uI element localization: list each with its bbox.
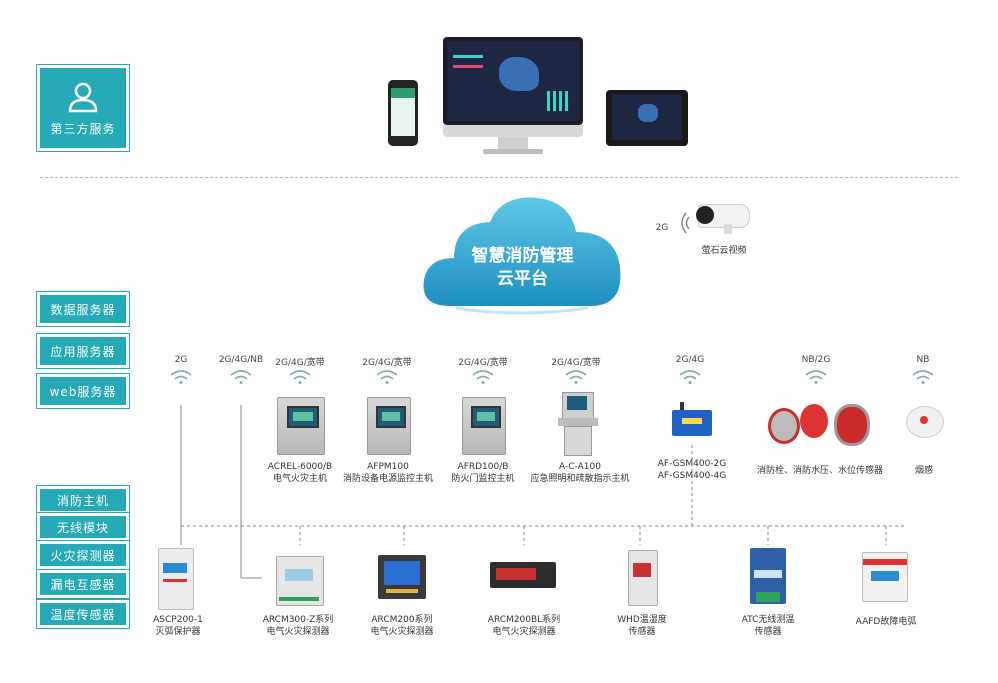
bottom-caption: ATC无线测温传感器 xyxy=(741,615,795,637)
wifi-icon xyxy=(805,370,827,384)
device-signal: 2G/4G xyxy=(675,355,705,365)
app-server-box: 应用服务器 xyxy=(40,337,126,365)
device-signal: 2G/4G/宽带 xyxy=(458,358,508,368)
feature-temperature-sensor: 温度传感器 xyxy=(40,603,126,625)
arcm200bl-device xyxy=(490,562,556,588)
data-server-box: 数据服务器 xyxy=(40,295,126,323)
camera-wifi-icon xyxy=(681,212,690,234)
wifi-icon xyxy=(230,370,252,384)
hydrant-sensors xyxy=(766,400,870,446)
feature-fire-detector: 火灾探测器 xyxy=(40,544,126,566)
bottom-caption: AAFD故障电弧 xyxy=(855,617,917,627)
camera-label: 萤石云视频 xyxy=(701,246,747,256)
cloud-title-line2: 云平台 xyxy=(497,269,548,289)
cloud-icon xyxy=(423,197,621,315)
third-party-service-box: 第三方服务 xyxy=(40,68,126,148)
acrel-6000-panel xyxy=(277,397,325,455)
device-signal: 2G/4G/宽带 xyxy=(551,358,601,368)
device-signal: NB/2G xyxy=(801,355,831,365)
cloud-title-line1: 智慧消防管理 xyxy=(471,246,574,266)
aafd-device xyxy=(862,552,908,602)
wifi-icon xyxy=(679,370,701,384)
separator-line xyxy=(40,177,958,178)
user-icon xyxy=(68,82,98,112)
a-c-a100-cabinet xyxy=(558,392,598,456)
left-signal-2g4gnb: 2G/4G/NB xyxy=(218,355,264,365)
device-signal: 2G/4G/宽带 xyxy=(362,358,412,368)
feature-wireless-module: 无线模块 xyxy=(40,516,126,538)
bottom-caption: ARCM200BL系列电气火灾探测器 xyxy=(487,615,561,637)
monitor-image xyxy=(443,37,583,155)
arcm200-device xyxy=(378,555,426,599)
tablet-image xyxy=(606,90,688,146)
wifi-icon xyxy=(170,370,192,384)
ascp200-device xyxy=(158,548,194,610)
feature-fire-host: 消防主机 xyxy=(40,489,126,511)
wifi-icon xyxy=(565,370,587,384)
bottom-caption: WHD温湿度传感器 xyxy=(617,615,667,637)
afrd100-panel xyxy=(462,397,506,455)
wifi-icon xyxy=(912,370,934,384)
left-signal-2g: 2G xyxy=(174,355,188,365)
bottom-caption: ARCM300-Z系列电气火灾探测器 xyxy=(262,615,334,637)
device-signal: 2G/4G/宽带 xyxy=(275,358,325,368)
camera-image xyxy=(696,198,752,236)
phone-image xyxy=(388,80,418,146)
afpm100-panel xyxy=(367,397,411,455)
device-caption: 烟感 xyxy=(914,466,934,476)
wifi-icon xyxy=(472,370,494,384)
arcm300-device xyxy=(276,556,324,606)
af-gsm400-module xyxy=(672,402,712,438)
bottom-caption: ARCM200系列电气火灾探测器 xyxy=(370,615,434,637)
whd-device xyxy=(628,550,658,606)
wifi-icon xyxy=(376,370,398,384)
atc-device xyxy=(750,548,786,604)
device-signal: NB xyxy=(916,355,930,365)
smoke-detector xyxy=(906,402,944,438)
feature-leakage-transformer: 漏电互感器 xyxy=(40,573,126,595)
camera-signal: 2G xyxy=(655,223,669,233)
device-caption: 消防栓、消防水压、水位传感器 xyxy=(756,466,884,476)
third-party-label: 第三方服务 xyxy=(50,121,116,136)
wifi-icon xyxy=(289,370,311,384)
web-server-box: web服务器 xyxy=(40,377,126,405)
